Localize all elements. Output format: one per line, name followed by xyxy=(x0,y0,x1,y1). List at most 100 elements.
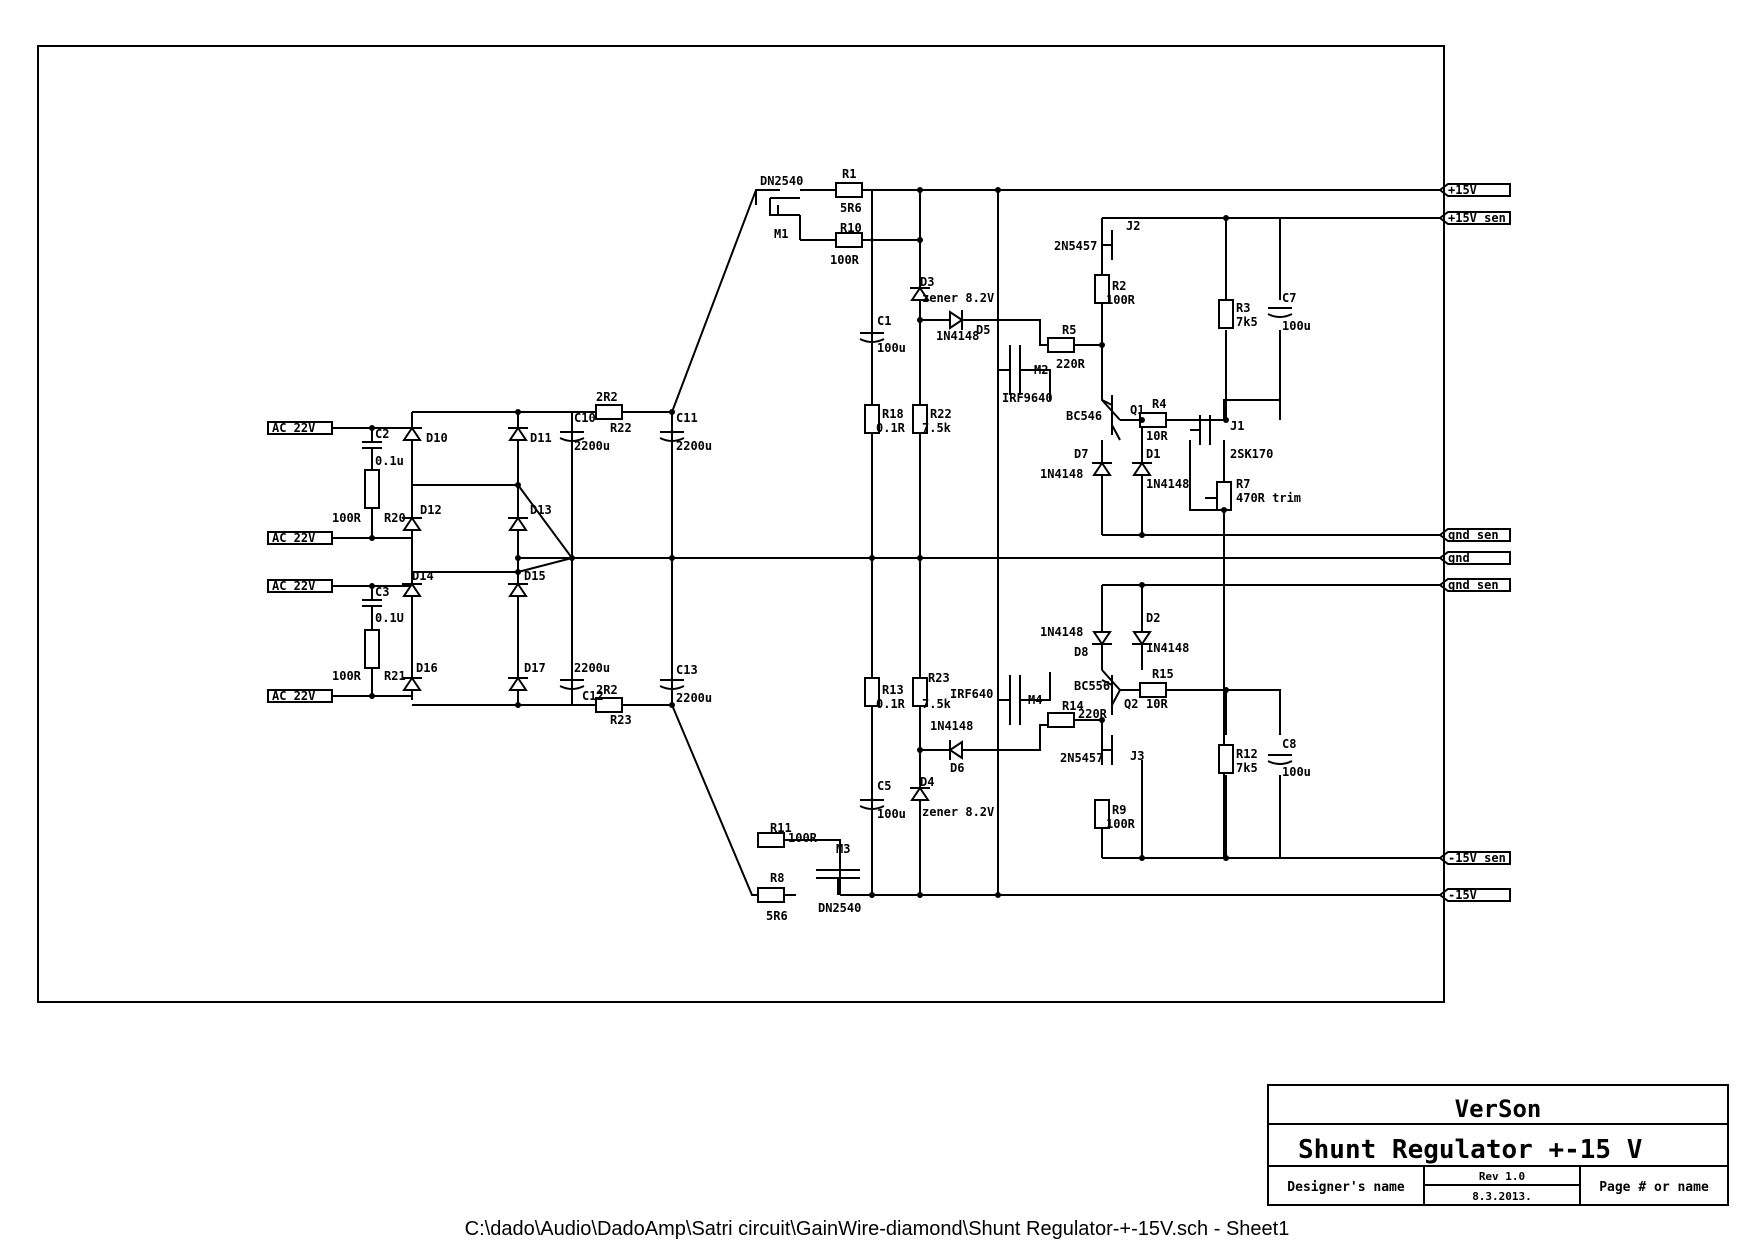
label-r14: R14 xyxy=(1062,699,1084,713)
svg-text:+15V sen: +15V sen xyxy=(1448,211,1506,225)
ac-input-3: AC 22V xyxy=(272,579,315,593)
label-r20: R20 xyxy=(384,511,406,525)
label-c13-value: 2200u xyxy=(676,691,712,705)
tb-company: VerSon xyxy=(1455,1095,1542,1123)
label-m1-value: DN2540 xyxy=(760,174,803,188)
label-d15: D15 xyxy=(524,569,546,583)
label-q1-value: BC546 xyxy=(1066,409,1102,423)
ac-input-4: AC 22V xyxy=(272,689,315,703)
label-r15: R15 xyxy=(1152,667,1174,681)
tb-page: Page # or name xyxy=(1599,1180,1709,1195)
label-r23a: R23 xyxy=(610,713,632,727)
port-labels: +15V +15V sen gnd sen gnd gnd sen -15V s… xyxy=(1438,183,1511,902)
label-c7-value: 100u xyxy=(1282,319,1311,333)
label-r4: R4 xyxy=(1152,397,1166,411)
label-r22-value: 7.5k xyxy=(922,421,952,435)
label-d1: D1 xyxy=(1146,447,1160,461)
label-q2: Q2 xyxy=(1124,697,1138,711)
label-c2: C2 xyxy=(375,427,389,441)
port-gnd: gnd xyxy=(1438,551,1511,565)
label-r7: R7 xyxy=(1236,477,1250,491)
label-r22: R22 xyxy=(930,407,952,421)
label-m3-value: DN2540 xyxy=(818,901,861,915)
tb-title: Shunt Regulator +-15 V xyxy=(1298,1135,1642,1165)
label-r8: R8 xyxy=(770,871,784,885)
label-c8: C8 xyxy=(1282,737,1296,751)
file-path-footer: C:\dado\Audio\DadoAmp\Satri circuit\Gain… xyxy=(464,1218,1290,1240)
label-r22a-value: 2R2 xyxy=(596,390,618,404)
port-gnd-sen-lower: gnd sen xyxy=(1438,578,1511,592)
label-r4-value: 10R xyxy=(1146,429,1168,443)
label-d7: D7 xyxy=(1074,447,1088,461)
label-d4: D4 xyxy=(920,775,934,789)
label-r21-value: 100R xyxy=(332,669,362,683)
ac-input-2: AC 22V xyxy=(272,531,315,545)
label-r1: R1 xyxy=(842,167,856,181)
label-r20-value: 100R xyxy=(332,511,362,525)
label-r3: R3 xyxy=(1236,301,1250,315)
label-c7: C7 xyxy=(1282,291,1296,305)
ac-input-labels: AC 22V AC 22V AC 22V AC 22V xyxy=(267,421,333,703)
svg-text:gnd sen: gnd sen xyxy=(1448,528,1499,542)
label-m4-value: IRF640 xyxy=(950,687,993,701)
label-d17: D17 xyxy=(524,661,546,675)
label-r2-value: 100R xyxy=(1106,293,1136,307)
label-r12-value: 7k5 xyxy=(1236,761,1258,775)
svg-text:-15V: -15V xyxy=(1448,888,1477,902)
label-r13-value: 0.1R xyxy=(876,697,906,711)
label-r13: R13 xyxy=(882,683,904,697)
title-block: VerSon Shunt Regulator +-15 V Designer's… xyxy=(1267,1084,1729,1206)
label-d6-value: 1N4148 xyxy=(930,719,973,733)
label-r18: R18 xyxy=(882,407,904,421)
port-minus15v: -15V xyxy=(1438,888,1511,902)
label-c12: C12 xyxy=(582,689,604,703)
label-q1: Q1 xyxy=(1130,403,1144,417)
svg-text:gnd: gnd xyxy=(1448,551,1470,565)
label-r23a-value: 2R2 xyxy=(596,683,618,697)
label-r5: R5 xyxy=(1062,323,1076,337)
label-r11-value: 100R xyxy=(788,831,818,845)
label-d12: D12 xyxy=(420,503,442,517)
label-j3-value: 2N5457 xyxy=(1060,751,1103,765)
wires xyxy=(332,189,1440,896)
label-d10: D10 xyxy=(426,431,448,445)
label-d3-value: zener 8.2V xyxy=(922,291,994,305)
label-d11: D11 xyxy=(530,431,552,445)
label-c11: C11 xyxy=(676,411,698,425)
label-r23-value: 7.5k xyxy=(922,697,952,711)
port-gnd-sen-upper: gnd sen xyxy=(1438,528,1511,542)
label-c1-value: 100u xyxy=(877,341,906,355)
label-r11: R11 xyxy=(770,821,792,835)
label-r23: R23 xyxy=(928,671,950,685)
label-j3: J3 xyxy=(1130,749,1144,763)
components xyxy=(362,182,1293,903)
label-d5: D5 xyxy=(976,323,990,337)
label-c8-value: 100u xyxy=(1282,765,1311,779)
label-d2-value: 1N4148 xyxy=(1146,641,1189,655)
label-d5-value: 1N4148 xyxy=(936,329,979,343)
sheet-frame xyxy=(37,45,1445,1003)
label-c12-value: 2200u xyxy=(574,661,610,675)
label-c3-value: 0.1U xyxy=(375,611,404,625)
label-q2-value: BC556 xyxy=(1074,679,1110,693)
label-j2: J2 xyxy=(1126,219,1140,233)
label-m2: M2 xyxy=(1034,363,1048,377)
label-d8-value: 1N4148 xyxy=(1040,625,1083,639)
label-j1-value: 2SK170 xyxy=(1230,447,1273,461)
label-r22a: R22 xyxy=(610,421,632,435)
label-d13: D13 xyxy=(530,503,552,517)
label-c5: C5 xyxy=(877,779,891,793)
label-r21: R21 xyxy=(384,669,406,683)
label-r10-value: 100R xyxy=(830,253,860,267)
label-d7-value: 1N4148 xyxy=(1040,467,1083,481)
label-d3: D3 xyxy=(920,275,934,289)
label-d6: D6 xyxy=(950,761,964,775)
label-m1: M1 xyxy=(774,227,788,241)
port-minus15v-sen: -15V sen xyxy=(1438,851,1511,865)
component-labels: C2 0.1u 100R R20 D10 D11 D12 D13 C3 0.1U… xyxy=(332,167,1311,923)
label-m3: M3 xyxy=(836,842,850,856)
label-d4-value: zener 8.2V xyxy=(922,805,994,819)
label-c10-value: 2200u xyxy=(574,439,610,453)
label-c5-value: 100u xyxy=(877,807,906,821)
label-r14-value: 220R xyxy=(1078,707,1108,721)
